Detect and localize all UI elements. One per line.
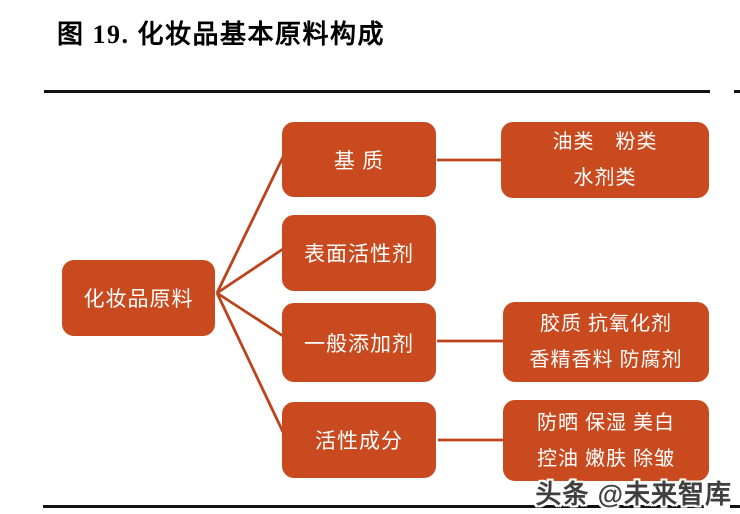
node-surfactant: 表面活性剂 <box>282 215 436 291</box>
node-label: 基 质 <box>333 148 385 173</box>
node-label: 表面活性剂 <box>304 242 414 266</box>
top-rule <box>44 90 710 93</box>
node-label: 活性成分 <box>315 429 403 453</box>
node-active-examples: 防晒 保湿 美白 控油 嫩肤 除皱 <box>503 400 709 481</box>
bottom-rule <box>43 505 704 508</box>
node-label-line: 油类 粉类 <box>552 131 658 153</box>
node-base-material: 基 质 <box>282 122 436 197</box>
node-additive-examples: 胶质 抗氧化剂 香精香料 防腐剂 <box>503 302 709 382</box>
bottom-rule-right-tick <box>730 505 740 508</box>
figure-title: 图 19. 化妆品基本原料构成 <box>57 20 386 49</box>
watermark: 头条 @未来智库 <box>535 479 732 509</box>
fan-line-to-base <box>215 156 285 294</box>
top-rule-right-tick <box>734 90 740 93</box>
node-cosmetic-raw-material: 化妆品原料 <box>62 260 215 336</box>
node-active-ingredient: 活性成分 <box>282 402 436 478</box>
fan-line-to-additive <box>216 291 284 338</box>
node-label-line: 胶质 抗氧化剂 <box>540 313 672 335</box>
node-label: 化妆品原料 <box>83 287 194 311</box>
node-label-line: 水剂类 <box>573 167 637 189</box>
node-label-line: 控油 嫩肤 除皱 <box>537 447 675 470</box>
node-label-line: 香精香料 防腐剂 <box>529 349 683 371</box>
node-label: 一般添加剂 <box>304 331 414 356</box>
fan-line-to-active <box>215 292 285 433</box>
fan-line-to-surfactant <box>216 247 284 295</box>
node-general-additive: 一般添加剂 <box>282 303 436 382</box>
node-label-line: 防晒 保湿 美白 <box>537 411 675 434</box>
node-base-examples: 油类 粉类 水剂类 <box>501 122 709 198</box>
